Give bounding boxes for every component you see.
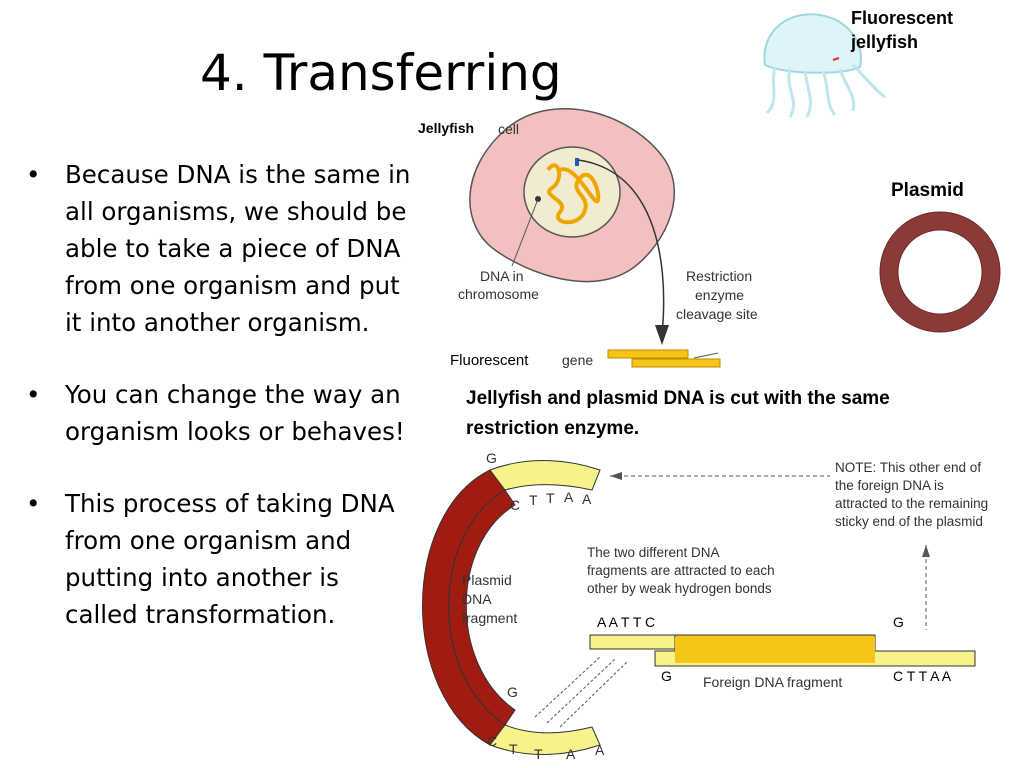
- jellyfish-caption-line1: Fluorescent: [851, 8, 954, 28]
- label-cell: cell: [498, 121, 520, 137]
- note-line4: sticky end of the plasmid: [835, 514, 983, 529]
- bullet-dot: •: [26, 489, 41, 518]
- bullet-list: • Because DNA is the same in all organis…: [24, 156, 419, 668]
- ligation-top-seq-1: T: [529, 492, 538, 508]
- attraction-line1: The two different DNA: [587, 545, 720, 560]
- jellyfish-caption-line2: jellyfish: [851, 32, 919, 52]
- bullet-text: You can change the way an organism looks…: [65, 380, 405, 446]
- label-gene: gene: [562, 352, 594, 368]
- plasmid-fragment-label-line1: Plasmid: [462, 572, 512, 588]
- bullet-item: • Because DNA is the same in all organis…: [24, 156, 419, 341]
- label-dna-line2: chromosome: [458, 286, 539, 302]
- bullet-dot: •: [26, 380, 41, 409]
- foreign-fragment-label: Foreign DNA fragment: [703, 674, 843, 690]
- slide-title: 4. Transferring: [200, 44, 562, 102]
- bullet-dot: •: [26, 160, 41, 189]
- label-restriction-line3: cleavage site: [676, 306, 758, 322]
- ligation-bottom-g: G: [507, 684, 518, 700]
- label-restriction-line2: enzyme: [695, 287, 745, 303]
- ligation-top-seq-4: A: [582, 491, 592, 507]
- attraction-line2: fragments are attracted to each: [587, 563, 775, 578]
- plasmid-fragment-label-line2: DNA: [462, 591, 492, 607]
- attraction-line3: other by weak hydrogen bonds: [587, 581, 772, 596]
- ligation-bottom-seq-1: T: [509, 741, 518, 757]
- ligation-top-seq-0: C: [510, 497, 521, 513]
- foreign-right-top-g: G: [893, 614, 904, 630]
- foreign-left-bottom-g: G: [661, 668, 672, 684]
- ligation-diagram: [422, 460, 976, 755]
- foreign-left-top-seq: A A T T C: [597, 614, 656, 630]
- note-line2: the foreign DNA is: [835, 478, 944, 493]
- note-line1: NOTE: This other end of: [835, 460, 982, 475]
- label-dna-line1: DNA in: [480, 268, 524, 284]
- foreign-right-bottom-seq: C T T A A: [893, 668, 952, 684]
- label-restriction-line1: Restriction: [686, 268, 753, 284]
- ligation-top-seq-3: A: [564, 489, 574, 505]
- label-fluorescent: Fluorescent: [450, 352, 529, 369]
- jellyfish-illustration: [763, 13, 886, 118]
- plasmid-label: Plasmid: [891, 180, 964, 201]
- bullet-item: • You can change the way an organism loo…: [24, 376, 419, 450]
- plasmid-ring: [879, 211, 1001, 333]
- bullet-text: Because DNA is the same in all organisms…: [65, 160, 411, 337]
- plasmid-fragment-label-line3: fragment: [462, 610, 518, 626]
- ligation-bottom-seq-2: T: [534, 746, 543, 762]
- diagram-caption: Jellyfish and plasmid DNA is cut with th…: [466, 388, 890, 439]
- ligation-top-seq-2: T: [546, 490, 555, 506]
- ligation-top-g: G: [486, 450, 497, 466]
- ligation-bottom-seq-4: A: [595, 742, 605, 758]
- ligation-bottom-seq-3: A: [566, 746, 576, 762]
- note-line3: attracted to the remaining: [835, 496, 989, 511]
- cell-diagram: [469, 108, 721, 368]
- label-jellyfish: Jellyfish: [418, 120, 475, 136]
- ligation-bottom-seq-0: C: [487, 733, 498, 749]
- bullet-text: This process of taking DNA from one orga…: [65, 489, 395, 629]
- bullet-item: • This process of taking DNA from one or…: [24, 485, 419, 633]
